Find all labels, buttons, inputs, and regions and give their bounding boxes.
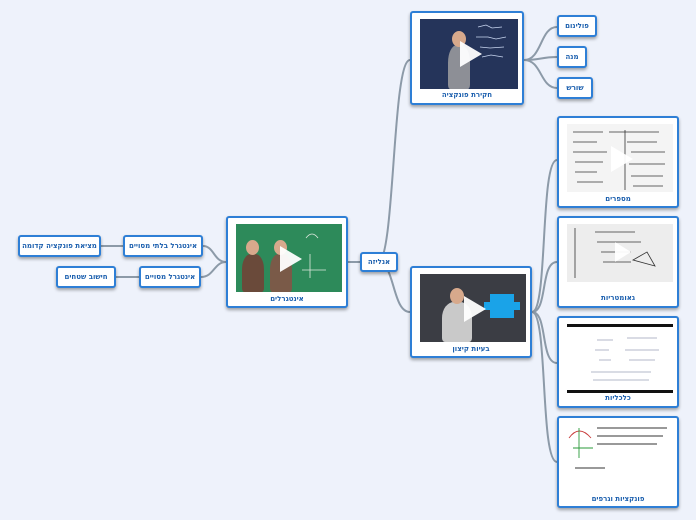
thumb-economic — [567, 324, 673, 394]
card-extremum[interactable]: בעיות קיצון — [410, 266, 532, 358]
label-area: חישוב שטחים — [64, 273, 108, 281]
thumb-geometry — [567, 224, 673, 282]
label-quotient: מנה — [565, 53, 579, 61]
caption-geometry: גאומטריות — [601, 294, 635, 302]
card-intro-function[interactable]: חקירת פונקציה — [410, 11, 524, 105]
card-functions-graphs[interactable]: פונקציות וגרפים — [557, 416, 679, 508]
link-extremum-geometry — [531, 261, 558, 313]
label-indefinite: אינטגרל בלתי מסויים — [128, 242, 198, 250]
play-icon[interactable] — [611, 146, 633, 172]
diagram-cross-h — [484, 302, 520, 310]
card-economic[interactable]: כלכליות — [557, 316, 679, 408]
link-root-intro — [377, 59, 411, 263]
link-intro-polynomial — [523, 26, 558, 61]
chalkboard-scribble — [302, 233, 326, 278]
thumb-numbers — [567, 124, 673, 192]
label-antiderivative: מציאת פונקציה קדומה — [22, 242, 97, 250]
link-extremum-economic — [531, 311, 558, 364]
link-integrals-indefinite — [202, 245, 227, 263]
play-icon[interactable] — [615, 242, 631, 262]
presenter-left-head — [246, 240, 259, 255]
caption-intro-function: חקירת פונקציה — [441, 91, 493, 99]
node-root-function[interactable]: שורש — [557, 77, 593, 99]
link-integrals-definite — [200, 261, 227, 278]
thumb-functions-graphs — [567, 424, 673, 480]
thumb-extremum — [420, 274, 526, 342]
link-extremum-functions — [531, 311, 558, 463]
play-icon[interactable] — [460, 41, 482, 67]
caption-extremum: בעיות קיצון — [452, 345, 490, 353]
node-area-calculation[interactable]: חישוב שטחים — [56, 266, 116, 288]
economic-scribble — [591, 337, 659, 381]
label-root-function: שורש — [566, 84, 584, 92]
card-numbers[interactable]: מספרים — [557, 116, 679, 208]
bar-bottom — [567, 390, 673, 393]
bar-top — [567, 324, 673, 327]
presenter-left — [242, 254, 264, 292]
math-scribble — [573, 130, 665, 190]
play-icon[interactable] — [280, 246, 302, 272]
node-indefinite-integral[interactable]: אינטגרל בלתי מסויים — [123, 235, 203, 257]
thumb-intro-function — [420, 19, 518, 89]
node-antiderivative[interactable]: מציאת פונקציה קדומה — [18, 235, 101, 257]
card-geometry[interactable]: גאומטריות — [557, 216, 679, 308]
node-polynomial[interactable]: פולינום — [557, 15, 597, 37]
node-definite-integral[interactable]: אינטגרל מסויים — [139, 266, 201, 288]
caption-integrals: אינטגרלים — [270, 295, 304, 303]
caption-economic: כלכליות — [605, 394, 631, 402]
presenter-extremum-head — [450, 288, 464, 304]
root-label: אנליזה — [367, 258, 391, 266]
caption-numbers: מספרים — [605, 195, 631, 203]
root-node[interactable]: אנליזה — [360, 252, 398, 272]
caption-functions-graphs: פונקציות וגרפים — [591, 495, 645, 503]
link-intro-root — [523, 59, 558, 89]
label-definite: אינטגרל מסויים — [144, 273, 196, 281]
graph-scribble — [568, 427, 667, 469]
node-quotient[interactable]: מנה — [557, 46, 587, 68]
card-integrals[interactable]: אינטגרלים — [226, 216, 348, 308]
thumb-integrals — [236, 224, 342, 292]
link-extremum-numbers — [531, 159, 558, 313]
label-polynomial: פולינום — [565, 22, 589, 30]
play-icon[interactable] — [464, 296, 486, 322]
board-scribble — [476, 24, 507, 58]
